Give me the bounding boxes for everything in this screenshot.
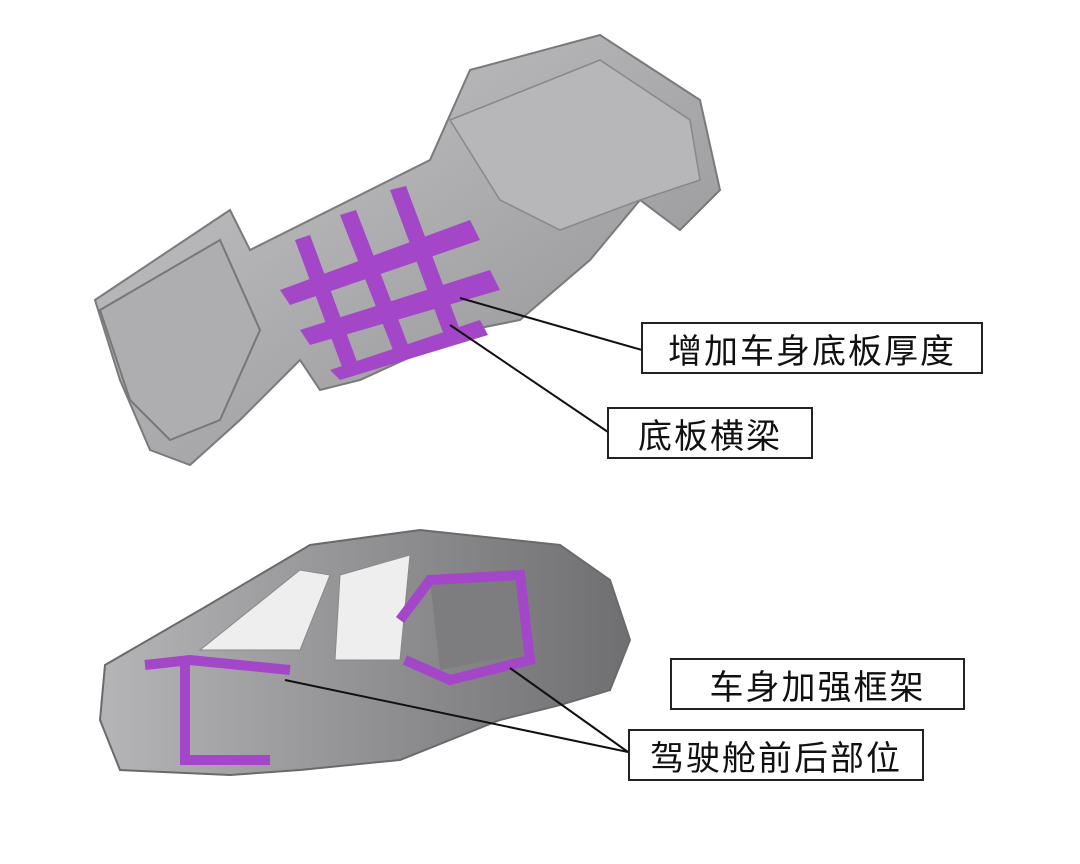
label-floor-crossmember: 底板横梁 — [607, 407, 813, 459]
label-body-frame: 车身加强框架 — [670, 658, 965, 710]
underbody-platform-image — [93, 33, 722, 467]
label-floor-thickness: 增加车身底板厚度 — [641, 322, 983, 374]
floor-crossmember-highlight — [280, 186, 500, 380]
leader-lines — [284, 297, 643, 753]
label-cabin-front-rear: 驾驶舱前后部位 — [628, 729, 924, 781]
cabin-reinforcement-highlight — [144, 569, 536, 765]
body-frame-image — [98, 528, 632, 777]
